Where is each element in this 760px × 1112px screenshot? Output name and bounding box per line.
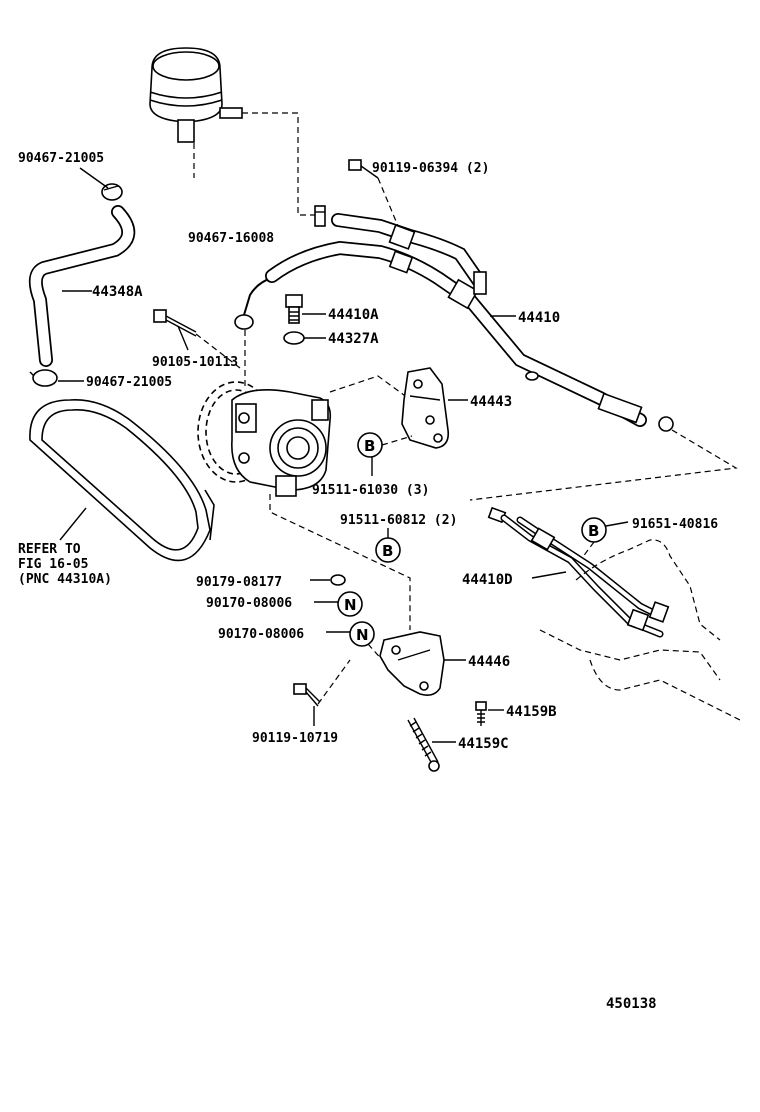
bolt-90105 xyxy=(153,309,241,369)
label-44348a: 44348A xyxy=(92,284,143,300)
marker-n-a: N xyxy=(337,591,363,617)
marker-b-61030: B xyxy=(357,432,413,458)
marker-b-91651: B xyxy=(581,517,607,559)
stud-44159c xyxy=(407,717,440,772)
leader-clamp-upper xyxy=(79,167,109,189)
bracket-44446 xyxy=(379,631,445,696)
label-bolt-90119-06394: 90119-06394 (2) xyxy=(372,161,489,176)
label-44410d: 44410D xyxy=(462,572,513,588)
return-hose-44348a xyxy=(28,205,136,367)
label-clamp-upper: 90467-21005 xyxy=(18,151,104,166)
refer-line2: FIG 16-05 xyxy=(18,557,88,572)
label-44327a: 44327A xyxy=(328,331,379,347)
label-90179: 90179-08177 xyxy=(196,575,282,590)
label-44159b: 44159B xyxy=(506,704,557,720)
label-44446: 44446 xyxy=(468,654,510,670)
marker-b-91651-letter: B xyxy=(588,522,599,540)
label-bolt-90105: 90105-10113 xyxy=(152,355,238,370)
diagram-number: 450138 xyxy=(606,996,657,1012)
label-clamp-lower: 90467-21005 xyxy=(86,375,172,390)
refer-line1: REFER TO xyxy=(18,542,81,557)
power-steering-pump xyxy=(197,330,411,630)
marker-n-a-letter: N xyxy=(344,596,357,614)
leader-44410d xyxy=(531,571,567,579)
label-44159c: 44159C xyxy=(458,736,509,752)
label-91511-61030: 91511-61030 (3) xyxy=(312,483,429,498)
label-clamp-16008: 90467-16008 xyxy=(188,231,274,246)
bolt-90119-06394 xyxy=(348,159,399,227)
marker-b-60812-letter: B xyxy=(382,542,393,560)
bracket-44443 xyxy=(401,367,450,449)
label-44410a: 44410A xyxy=(328,307,379,323)
part-90179 xyxy=(330,574,346,586)
label-91511-60812: 91511-60812 (2) xyxy=(340,513,457,528)
bolt-90119-10719 xyxy=(293,659,351,707)
marker-b-60812: B xyxy=(375,537,401,563)
reservoir-tank xyxy=(149,47,316,216)
marker-n-b-letter: N xyxy=(356,626,369,644)
marker-b-61030-letter: B xyxy=(364,437,375,455)
label-91651: 91651-40816 xyxy=(632,517,718,532)
label-44410: 44410 xyxy=(518,310,560,326)
bolt-44159b xyxy=(475,701,487,726)
refer-line3: (PNC 44310A) xyxy=(18,572,112,587)
gasket-44327a xyxy=(283,331,305,345)
marker-n-b: N xyxy=(349,621,385,663)
label-90119-10719: 90119-10719 xyxy=(252,731,338,746)
leader-bolt-90105 xyxy=(177,325,189,351)
leader-refer xyxy=(59,507,87,541)
drive-belt xyxy=(29,399,215,562)
leader-91651 xyxy=(605,521,629,527)
label-90170-a: 90170-08006 xyxy=(206,596,292,611)
hose-clamp-lower xyxy=(29,369,58,387)
hose-clamp-16008 xyxy=(314,205,326,227)
pressure-hose-44410 xyxy=(234,213,738,501)
label-44443: 44443 xyxy=(470,394,512,410)
union-bolt-44410a xyxy=(285,294,303,324)
label-90170-b: 90170-08006 xyxy=(218,627,304,642)
pressure-tube-44410d xyxy=(487,506,670,638)
steering-gear-outline xyxy=(539,539,741,721)
